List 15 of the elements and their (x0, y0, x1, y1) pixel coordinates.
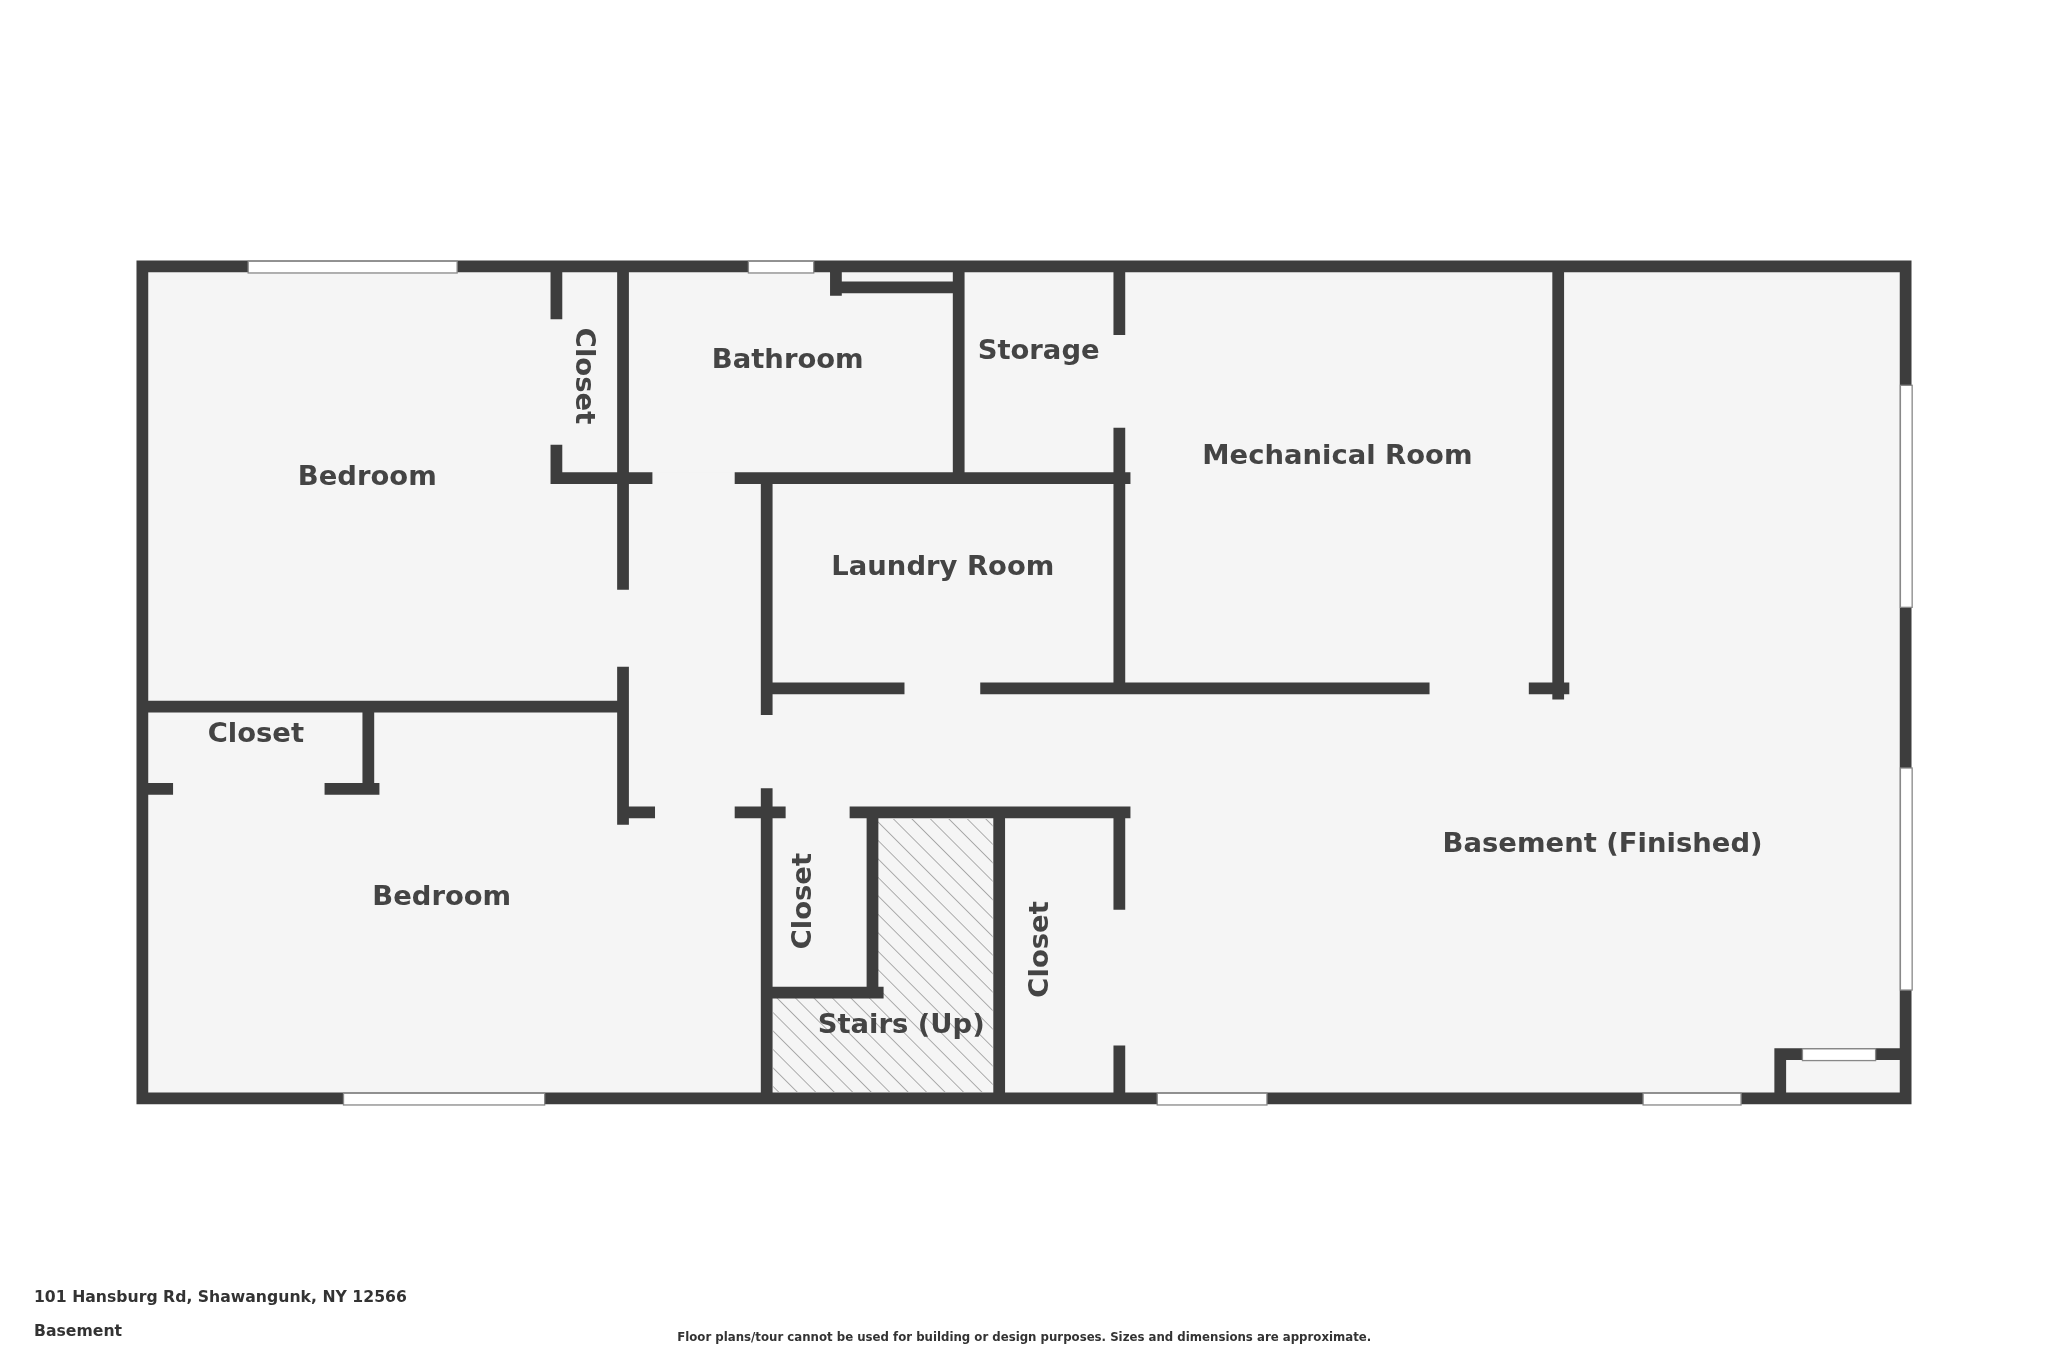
room-label: Basement (Finished) (1442, 826, 1763, 859)
floor-name: Basement (33, 1321, 123, 1341)
room-label: Bedroom (297, 459, 437, 492)
room-label: Closet (569, 327, 601, 425)
room-label: Stairs (Up) (817, 1008, 985, 1040)
disclaimer-note: Floor plans/tour cannot be used for building or design purposes. Sizes and dimensions are approximate. (677, 1330, 1372, 1344)
room-label: Storage (977, 334, 1100, 366)
room-label: Laundry Room (831, 549, 1055, 582)
room-label: Closet (786, 852, 818, 950)
room-label: Bathroom (711, 343, 864, 375)
room-label: Bedroom (372, 880, 512, 912)
address-text: 101 Hansburg Rd, Shawangunk, NY 12566 (33, 1287, 407, 1307)
room-label: Closet (207, 717, 305, 749)
room-label: Closet (1022, 901, 1055, 998)
room-label: Mechanical Room (1202, 438, 1473, 471)
